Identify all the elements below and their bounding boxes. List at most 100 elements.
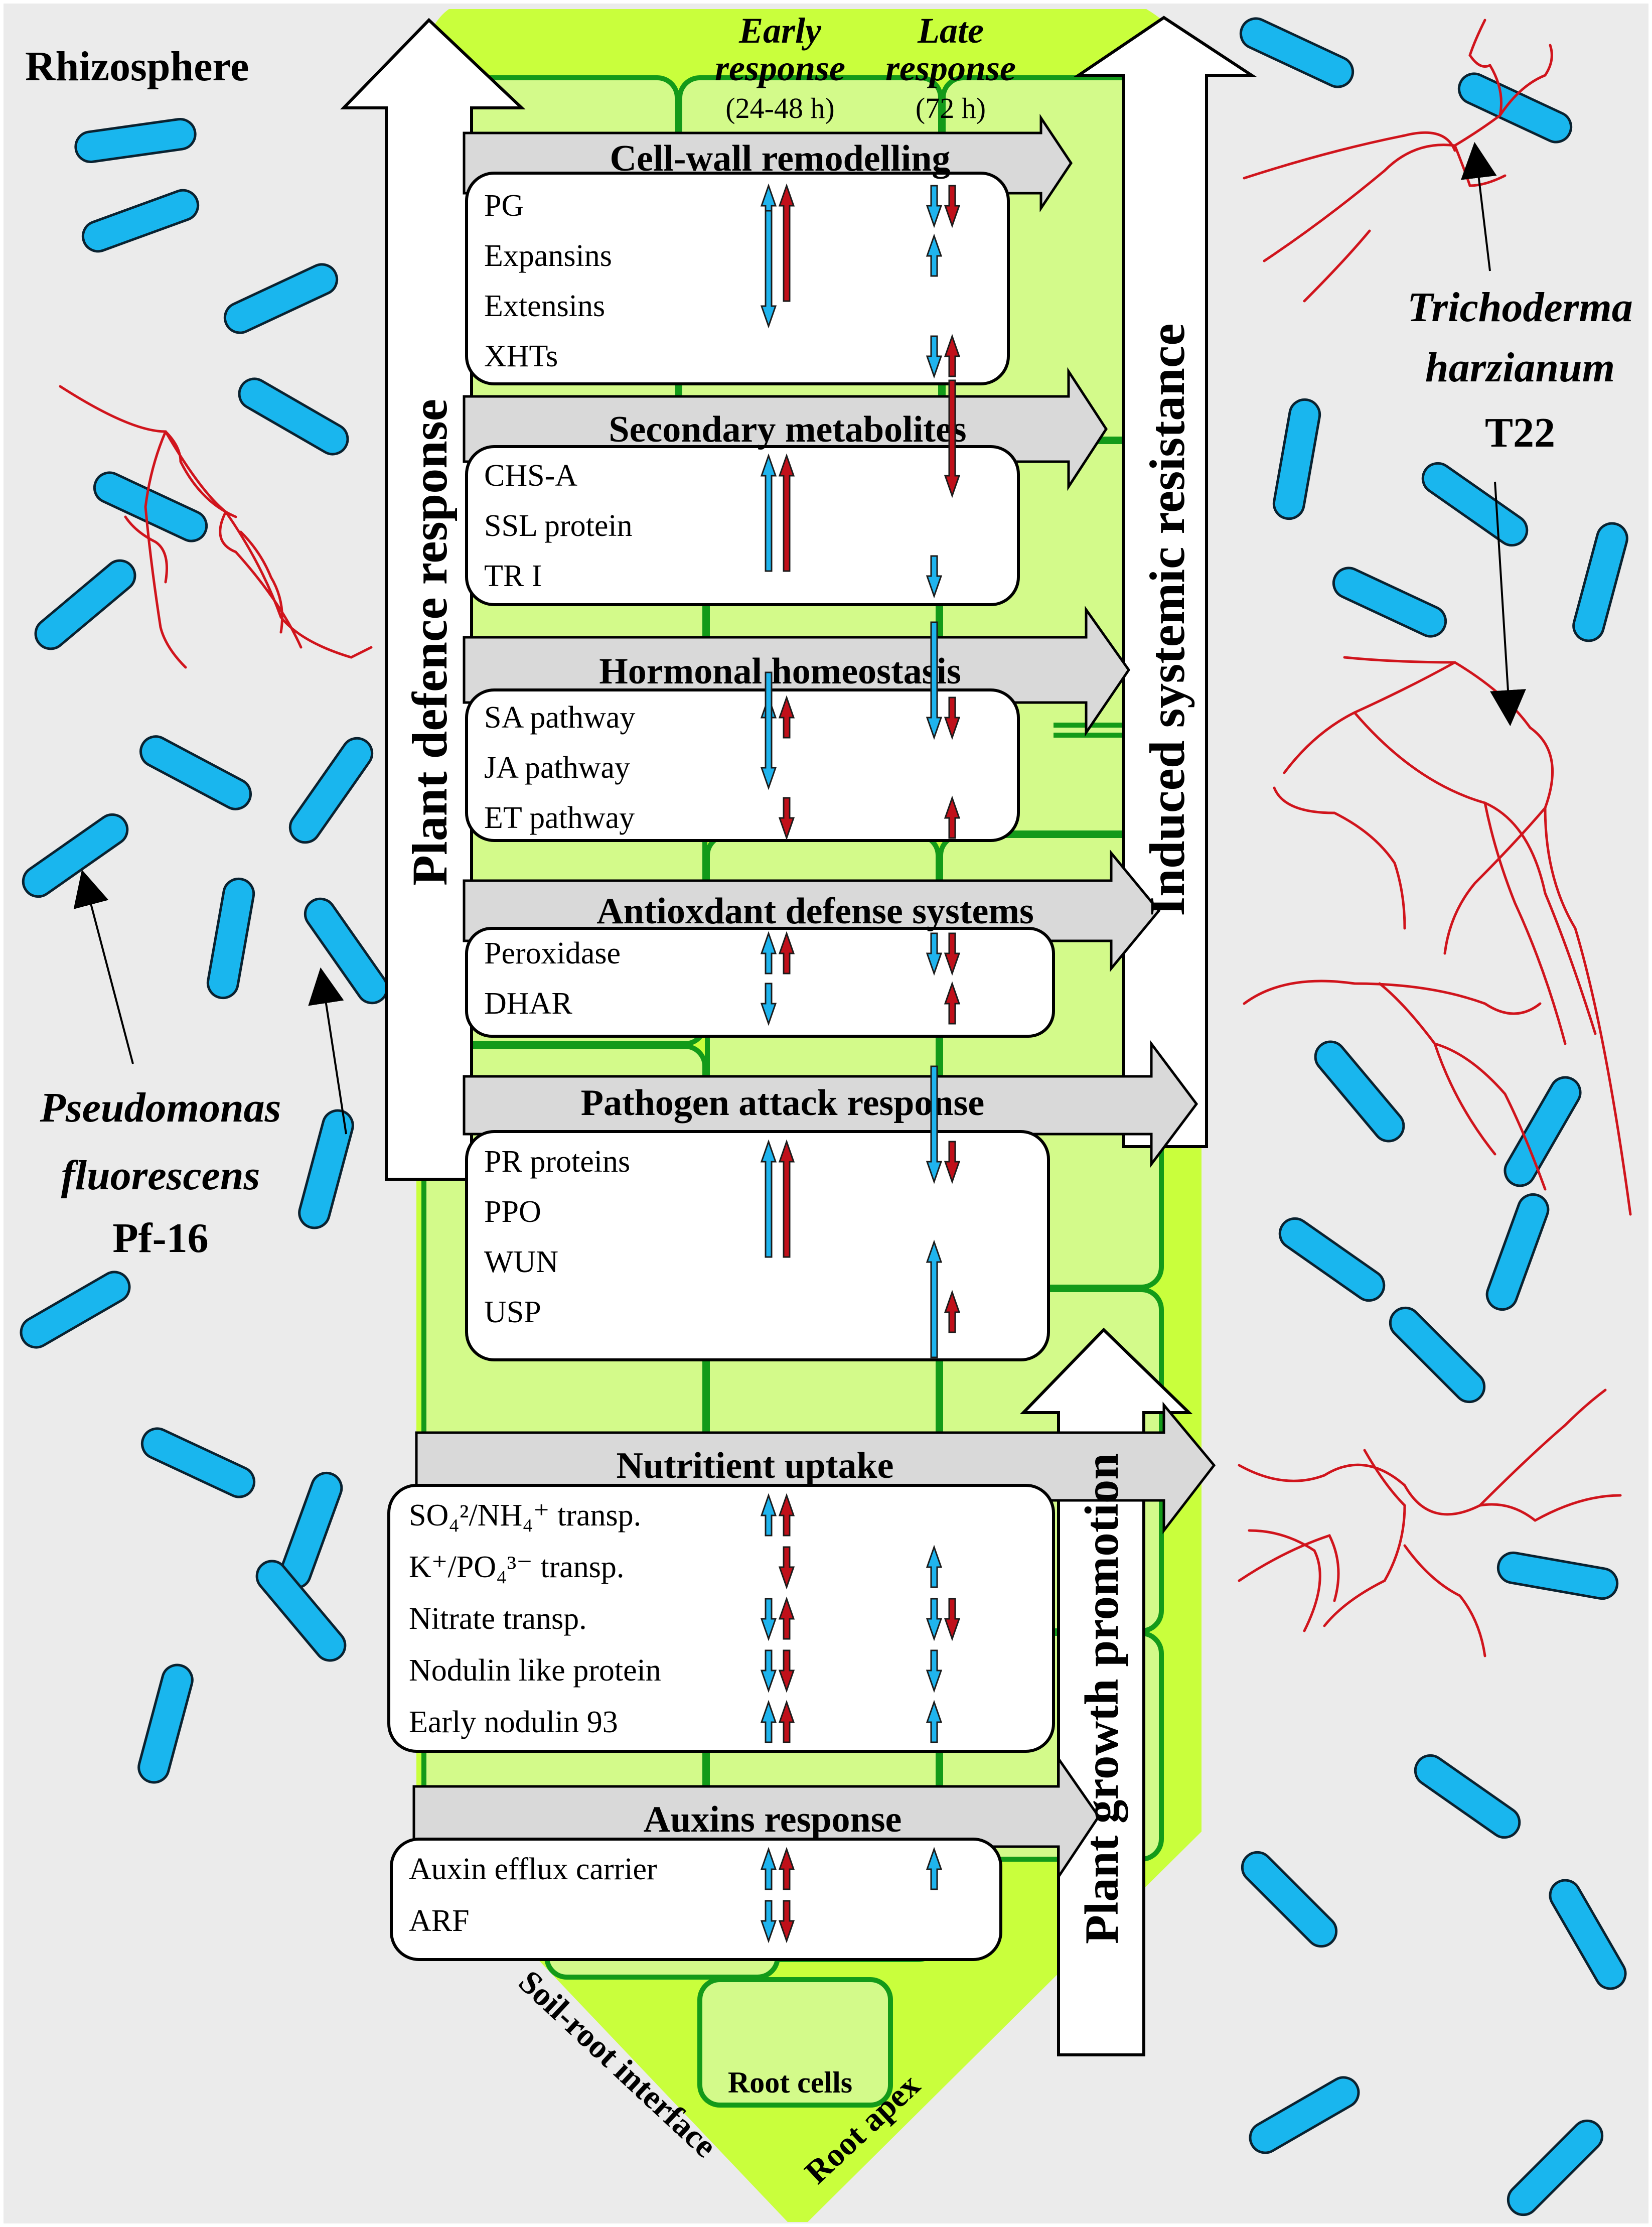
- bacterium-rod: [238, 377, 349, 456]
- trichoderma-label-3: T22: [1485, 409, 1555, 456]
- blue-down-arrow-icon: [760, 671, 777, 790]
- red-down-arrow-icon: [944, 1598, 961, 1641]
- bacterium-rod: [206, 877, 255, 1000]
- blue-down-arrow-icon: [926, 1649, 943, 1693]
- growth-promotion-arrow[interactable]: [1019, 1327, 1193, 2056]
- red-up-arrow-icon: [778, 931, 795, 975]
- red-up-arrow-icon: [778, 453, 795, 572]
- group-title: Antioxdant defense systems: [596, 891, 1034, 932]
- pointer-lines: [73, 142, 1526, 1135]
- red-up-arrow-icon: [944, 795, 961, 839]
- blue-down-arrow-icon: [760, 1598, 777, 1641]
- gene-label: Peroxidase: [484, 936, 621, 970]
- early-response-title: Early: [738, 11, 822, 51]
- gene-label: SA pathway: [484, 701, 635, 735]
- blue-up-arrow-icon: [926, 1239, 943, 1358]
- red-up-arrow-icon: [944, 1290, 961, 1333]
- gene-label: CHS-A: [484, 459, 577, 493]
- blue-up-arrow-icon: [760, 1139, 777, 1258]
- red-down-arrow-icon: [778, 1649, 795, 1693]
- pseudomonas-label-2: fluorescens: [61, 1152, 260, 1199]
- gene-label: XHTs: [484, 339, 558, 373]
- rhizosphere-label: Rhizosphere: [25, 43, 249, 90]
- box-hormonal: [465, 688, 1020, 842]
- blue-down-arrow-icon: [926, 1598, 943, 1641]
- box-secondary: [465, 445, 1020, 606]
- red-down-arrow-icon: [944, 932, 961, 976]
- bacterium-rod: [1314, 1040, 1405, 1143]
- red-up-arrow-icon: [778, 1700, 795, 1743]
- red-up-arrow-icon: [778, 1596, 795, 1640]
- blue-up-arrow-icon: [760, 1493, 777, 1537]
- bacterium-rod: [1239, 17, 1355, 88]
- box-cell-wall: [465, 172, 1010, 385]
- bacterium-rod: [255, 1560, 347, 1662]
- bacterium-rod: [1278, 1217, 1386, 1302]
- blue-up-arrow-icon: [926, 1847, 943, 1890]
- bacterium-rod: [1504, 1076, 1582, 1187]
- box-antioxidant: [465, 927, 1055, 1038]
- blue-down-arrow-icon: [760, 1900, 777, 1943]
- box-nutrient: [387, 1484, 1055, 1753]
- bacterium-rod: [1414, 1754, 1521, 1839]
- blue-down-arrow-icon: [926, 555, 943, 599]
- red-up-arrow-icon: [778, 1139, 795, 1258]
- gene-label: Early nodulin 93: [409, 1705, 618, 1739]
- blue-up-arrow-icon: [760, 1700, 777, 1743]
- blue-down-arrow-icon: [926, 1065, 943, 1184]
- trichoderma-label-1: Trichoderma: [1407, 284, 1633, 331]
- gene-label: PR proteins: [484, 1145, 630, 1179]
- plant-defence-label: Plant defence response: [402, 399, 458, 886]
- blue-up-arrow-icon: [760, 453, 777, 572]
- blue-down-arrow-icon: [926, 932, 943, 976]
- blue-up-arrow-icon: [926, 1700, 943, 1743]
- blue-down-arrow-icon: [760, 1649, 777, 1693]
- blue-down-arrow-icon: [926, 185, 943, 228]
- bacterium-rod: [1272, 398, 1321, 520]
- red-up-arrow-icon: [778, 695, 795, 739]
- blue-down-arrow-icon: [926, 621, 943, 740]
- group-title: Cell-wall remodelling: [610, 138, 951, 179]
- red-up-arrow-icon: [944, 981, 961, 1025]
- group-title: Nutritient uptake: [617, 1445, 894, 1486]
- red-up-arrow-icon: [944, 334, 961, 377]
- gene-label: PG: [484, 189, 524, 223]
- bacterium-rod: [74, 117, 197, 164]
- blue-down-arrow-icon: [760, 983, 777, 1026]
- red-down-arrow-icon: [778, 797, 795, 841]
- blue-up-arrow-icon: [926, 233, 943, 277]
- group-title: Auxins response: [644, 1799, 902, 1840]
- bacterium-rod: [1241, 1851, 1338, 1948]
- blue-down-arrow-icon: [926, 335, 943, 379]
- red-down-arrow-icon: [944, 697, 961, 740]
- red-up-arrow-icon: [778, 1493, 795, 1537]
- induced-resistance-arrow[interactable]: [1074, 16, 1257, 1148]
- bacterium-rod: [93, 471, 208, 542]
- red-up-arrow-icon: [778, 1847, 795, 1890]
- bacterium-rod: [81, 189, 200, 253]
- bacterium-rod: [1496, 1551, 1619, 1600]
- bacterium-rod: [22, 813, 129, 898]
- pseudomonas-label-1: Pseudomonas: [40, 1084, 281, 1131]
- group-0: Cell-wall remodellingPGExpansinsExtensin…: [484, 138, 961, 379]
- blue-up-arrow-icon: [760, 1847, 777, 1890]
- root-cells-label: Root cells: [728, 2066, 852, 2099]
- pseudomonas-label-3: Pf-16: [112, 1215, 208, 1262]
- bacterium-rod: [1249, 2076, 1360, 2154]
- group-title: Hormonal homeostasis: [599, 651, 961, 692]
- early-response-title-2: response: [715, 48, 845, 88]
- fungal-hyphae: [59, 19, 1632, 1657]
- red-down-arrow-icon: [944, 379, 961, 498]
- red-down-arrow-icon: [944, 185, 961, 228]
- box-auxins: [390, 1838, 1002, 1961]
- bacterium-rod: [1572, 522, 1628, 642]
- gene-label: Expansins: [484, 239, 612, 273]
- gene-boxes: [387, 172, 1055, 1961]
- group-title: Secondary metabolites: [609, 409, 966, 450]
- group-title: Pathogen attack response: [581, 1082, 984, 1124]
- gene-label: Nodulin like protein: [409, 1653, 661, 1688]
- trichoderma-label-2: harzianum: [1425, 344, 1615, 391]
